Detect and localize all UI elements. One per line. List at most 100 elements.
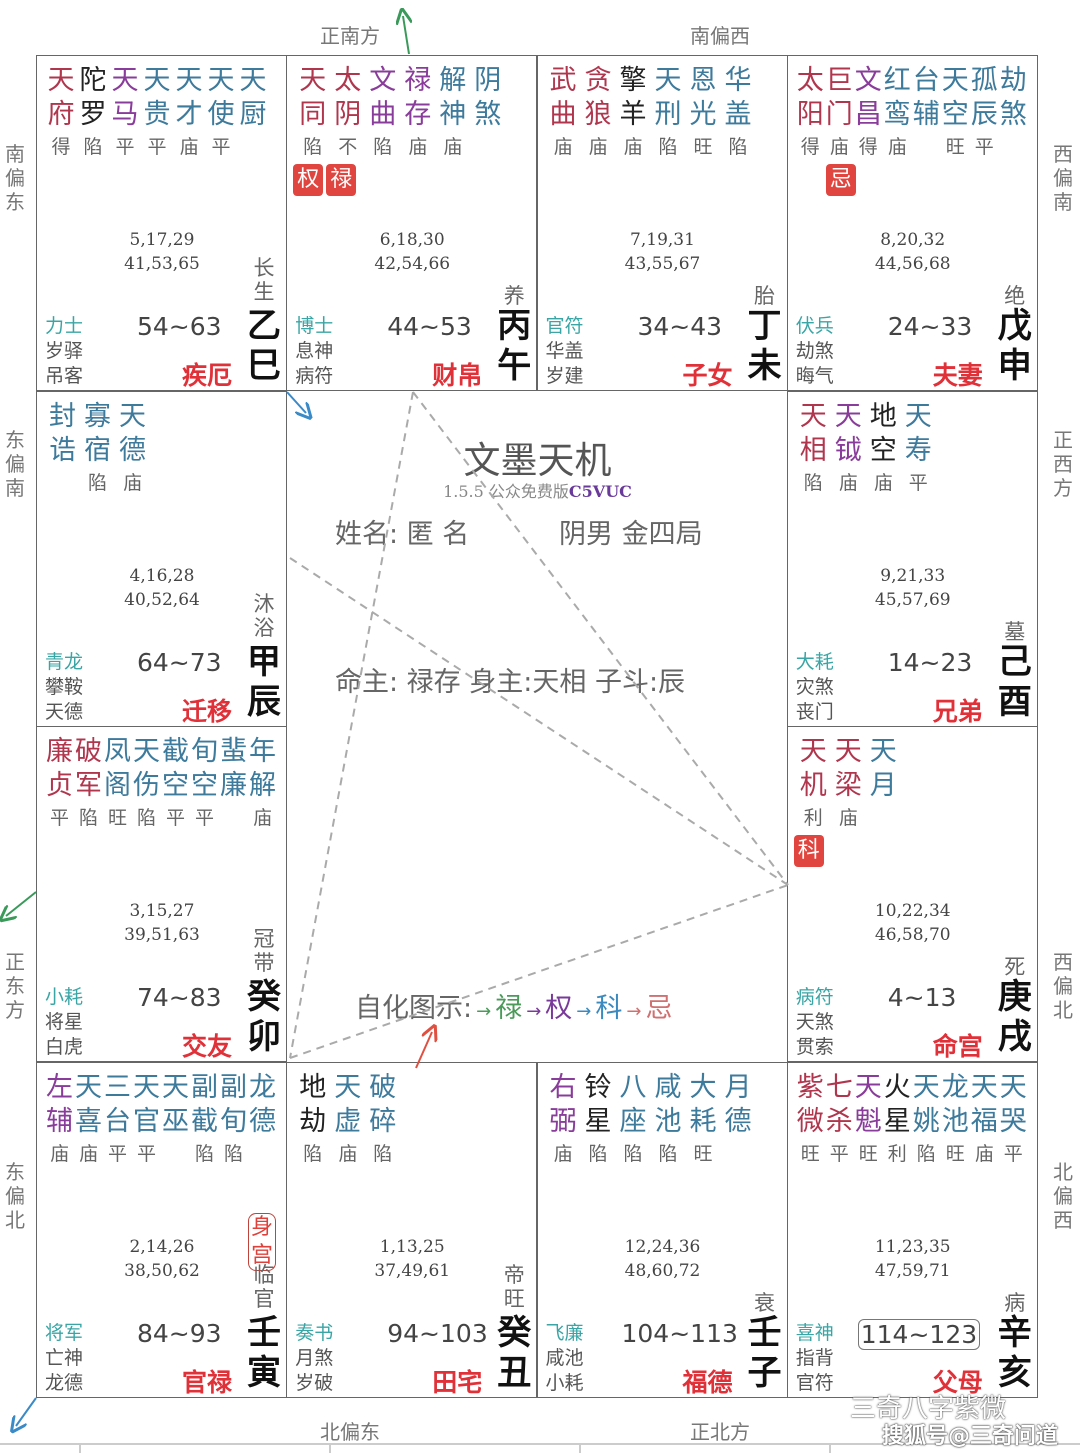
stem-branch: 辛亥 [996,1313,1034,1393]
palace-name: 父母 [932,1367,983,1397]
star-brightness: 陷 [303,136,323,158]
star-天刑: 天 刑陷 [651,64,686,162]
star-name: 大 耗 [689,1071,717,1137]
star-name: 廉 贞 [46,736,73,801]
star-天虚: 天 虚庙 [330,1071,365,1169]
star-brightness: 旺 [858,1142,878,1165]
star-list: 太 阳得巨 门庙文 昌得红 鸾庙台 辅 天 空旺孤 辰平劫 煞 [796,64,1028,162]
god-name: 岁驿 [45,340,84,362]
star-天才: 天 才庙 [173,64,205,162]
god-list: 病符天煞贯索 [796,985,834,1060]
palace-name: 官禄 [181,1367,232,1397]
direction-label: 西偏北 [1053,950,1073,1022]
star-brightness: 平 [194,807,214,829]
star-brightness: 庙 [179,136,199,158]
god-name: 伏兵 [795,315,834,337]
gender-ju: 阴男 金四局 [559,519,703,550]
star-brightness: 庙 [252,807,272,829]
age-line: 9,21,33 [880,565,946,586]
star-name: 武 曲 [549,65,577,130]
decade-range: 84~93 [137,1318,222,1348]
star-name: 擎 羊 [619,65,647,130]
palace-name: 交友 [181,1032,232,1061]
god-list: 将军亡神龙德 [45,1321,83,1396]
age-line: 42,54,66 [374,254,451,274]
direction-label: 南偏西 [690,24,750,48]
person-name: 姓名: 匿 名 [335,519,470,550]
star-brightness: 旺 [800,1142,820,1165]
star-副旬: 副 旬陷 [219,1071,248,1169]
direction-label: 北偏东 [320,1420,380,1444]
star-name: 恩 光 [689,65,717,130]
heavenly-stem: 乙 [247,306,281,346]
star-天同: 天 同陷 [295,64,330,162]
star-天马: 天 马平 [109,64,141,162]
star-咸池: 咸 池陷 [651,1071,686,1169]
god-name: 贯索 [795,1036,834,1058]
god-name: 丧门 [795,700,834,723]
star-截空: 截 空平 [161,735,190,833]
palace-name: 田宅 [432,1367,483,1397]
star-name: 左 辅 [46,1071,73,1137]
star-右弼: 右 弼庙 [546,1071,581,1169]
direction-label: 正东方 [5,950,25,1022]
star-三台: 三 台平 [103,1071,132,1169]
arrow-icon: → [576,1001,592,1022]
legend-权: 权 [545,993,573,1024]
star-brightness: 庙 [49,1142,69,1165]
age-line: 39,51,63 [124,925,200,945]
star-八座: 八 座陷 [616,1071,651,1169]
god-list: 喜神指背官符 [796,1321,834,1396]
direction-label: 正南方 [320,24,380,48]
mutagen-badges: 权禄 [293,164,357,196]
legend-label: 自化图示: [355,993,473,1024]
star-name: 天 伤 [133,736,160,801]
star-name: 截 空 [162,736,189,801]
god-list: 奏书月煞岁破 [295,1321,333,1396]
star-brightness: 得 [51,136,71,158]
star-name: 天 虚 [334,1071,362,1137]
age-line: 3,15,27 [129,901,195,921]
decade-range: 4~13 [887,983,957,1012]
star-name: 破 碎 [369,1071,397,1137]
direction-label: 北偏西 [1053,1160,1073,1232]
changsheng-stage: 死 [1004,955,1026,979]
god-name: 病符 [295,365,334,387]
changsheng-stage: 冠带 [253,927,275,975]
star-list: 紫 微旺七 杀平天 魁旺火 星利天 姚陷龙 池旺天 福庙天 哭平 [796,1071,1028,1169]
earthly-branch: 辰 [247,681,281,722]
star-天福: 天 福庙 [970,1071,999,1169]
earthly-branch: 戌 [997,1017,1032,1057]
star-name: 天 刑 [654,65,682,130]
age-line: 2,14,26 [129,1236,195,1257]
god-name: 小耗 [545,1371,584,1394]
palace-name: 兄弟 [932,696,983,726]
star-name: 蜚 廉 [220,736,247,801]
mutagen-badge: 禄 [326,164,357,196]
star-brightness [735,1139,741,1169]
age-line: 10,22,34 [874,901,951,921]
star-brightness: 陷 [658,1142,678,1165]
palace-name: 财帛 [432,361,483,390]
changsheng-stage: 沐浴 [253,591,275,640]
star-天月: 天 月 [866,735,901,833]
star-brightness: 不 [338,136,358,158]
star-name: 天 贵 [143,65,171,130]
star-brightness: 平 [908,471,928,494]
star-name: 咸 池 [654,1071,682,1137]
star-name: 太 阳 [796,65,824,130]
star-name: 右 弼 [549,1071,577,1137]
direction-label: 正北方 [690,1420,750,1444]
